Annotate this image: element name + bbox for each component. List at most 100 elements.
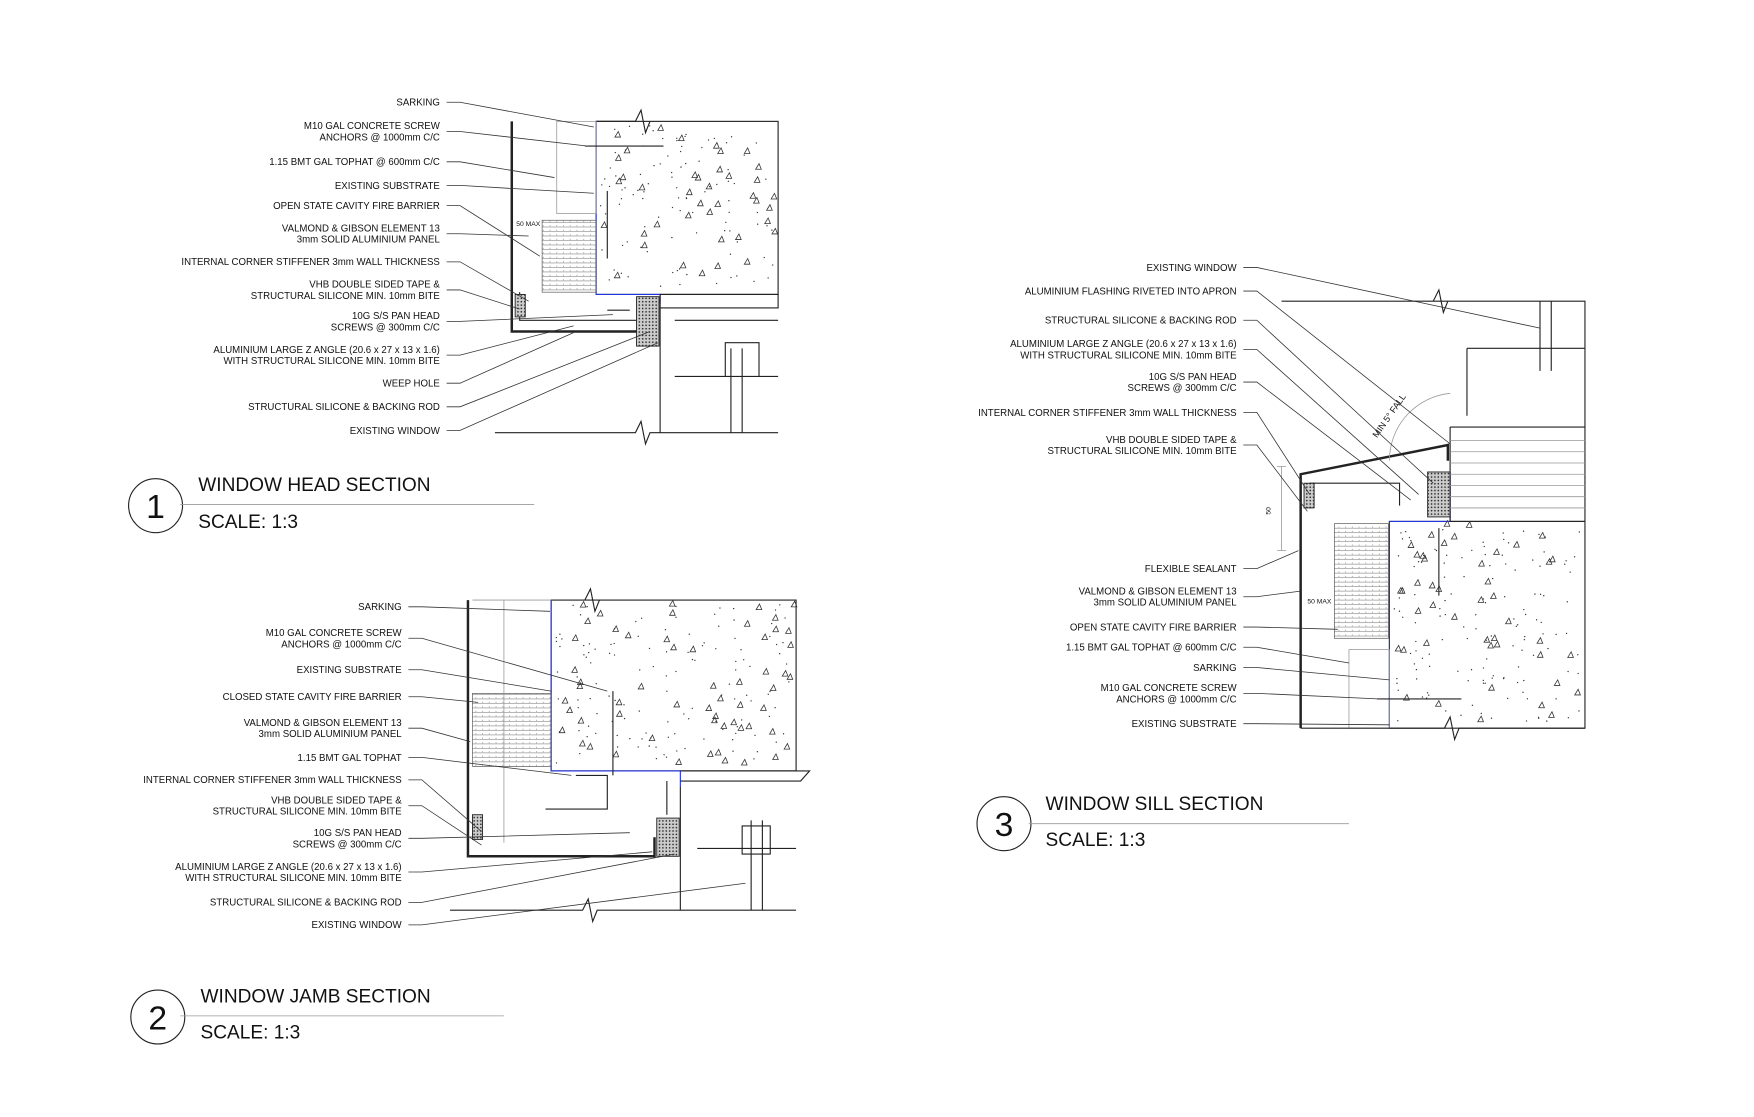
detail-number: 1 <box>146 488 165 526</box>
break-line <box>584 587 600 614</box>
leader-line <box>446 314 613 322</box>
backing-rod <box>636 296 660 347</box>
leader-line <box>1243 319 1434 484</box>
leader-line <box>1243 290 1451 445</box>
leader-line <box>446 185 594 194</box>
leader-line <box>1243 590 1301 598</box>
callout-label: WITH STRUCTURAL SILICONE MIN. 10mm BITE <box>185 873 402 884</box>
dimension-height-label: 50 <box>1265 507 1272 515</box>
dimension-line <box>1277 465 1287 552</box>
callout-label: 10G S/S PAN HEAD <box>1149 372 1237 383</box>
vhb-tape <box>1303 482 1315 509</box>
callout-label: VHB DOUBLE SIDED TAPE & <box>271 795 402 806</box>
leader-line <box>446 325 574 356</box>
leader-line <box>408 669 552 692</box>
concrete-stipple <box>599 123 779 287</box>
callout-label: INTERNAL CORNER STIFFENER 3mm WALL THICK… <box>143 775 401 786</box>
leader-line <box>408 853 675 903</box>
sarking-line <box>550 600 681 787</box>
break-line-bottom <box>1300 715 1585 742</box>
leader-line <box>408 882 746 926</box>
detail-scale: SCALE: 1:3 <box>1046 830 1146 851</box>
callout-label: EXISTING SUBSTRATE <box>297 665 403 676</box>
detail-window-sill-section: 50 50 MAX MIN 5° FALL EXISTING WINDOWALU… <box>976 263 1586 852</box>
callout-label: SCREWS @ 300mm C/C <box>331 322 440 333</box>
head-drawing: 50 MAX <box>494 108 779 446</box>
callout-label: 1.15 BMT GAL TOPHAT @ 600mm C/C <box>1066 643 1237 654</box>
leader-line <box>408 851 653 873</box>
callout-label: STRUCTURAL SILICONE MIN. 10mm BITE <box>213 807 403 818</box>
concrete-stipple <box>1393 519 1581 723</box>
window-head-frame <box>659 293 779 309</box>
callout-label: INTERNAL CORNER STIFFENER 3mm WALL THICK… <box>181 257 439 268</box>
window-sill <box>1450 440 1585 509</box>
callout-label: ALUMINIUM LARGE Z ANGLE (20.6 x 27 x 13 … <box>213 345 439 356</box>
callout-label: VHB DOUBLE SIDED TAPE & <box>1106 435 1237 446</box>
existing-window <box>679 770 811 911</box>
jamb-drawing <box>449 587 811 924</box>
detail-number-circle <box>128 478 184 534</box>
callout-label: ALUMINIUM LARGE Z ANGLE (20.6 x 27 x 13 … <box>175 862 401 873</box>
callout-label: STRUCTURAL SILICONE & BACKING ROD <box>248 402 440 413</box>
leader-line <box>408 757 572 776</box>
callout-label: STRUCTURAL SILICONE & BACKING ROD <box>1045 316 1237 327</box>
leader-line <box>1243 723 1390 726</box>
callout-label: SARKING <box>396 98 439 109</box>
leader-line <box>446 161 555 178</box>
fire-barrier <box>1334 523 1389 639</box>
leader-line <box>1243 550 1299 570</box>
fire-barrier <box>472 693 552 767</box>
leader-line <box>408 779 482 832</box>
leader-line <box>408 727 471 743</box>
callout-label: SARKING <box>358 602 401 613</box>
leader-line <box>408 805 482 846</box>
detail-title: WINDOW SILL SECTION <box>1046 794 1264 815</box>
concrete-stipple <box>555 599 798 766</box>
detail-scale: SCALE: 1:3 <box>198 512 298 533</box>
leader-line <box>408 606 551 612</box>
callout-label: EXISTING WINDOW <box>312 920 403 931</box>
callout-label: STRUCTURAL SILICONE & BACKING ROD <box>210 898 402 909</box>
callout-label: EXISTING WINDOW <box>350 426 441 437</box>
callout-label: ANCHORS @ 1000mm C/C <box>1116 694 1236 705</box>
leader-line <box>446 261 529 302</box>
vhb-tape <box>472 814 484 840</box>
screw-anchor <box>584 145 664 311</box>
callout-label: M10 GAL CONCRETE SCREW <box>1101 683 1238 694</box>
detail-number-circle <box>130 989 186 1045</box>
dimension-label: 50 MAX <box>516 221 540 228</box>
callout-label: FLEXIBLE SEALANT <box>1145 564 1237 575</box>
leader-line <box>446 332 574 384</box>
leader-line <box>1243 692 1381 700</box>
break-line <box>596 108 651 135</box>
screw-anchor <box>612 691 668 815</box>
callout-label: 1.15 BMT GAL TOPHAT @ 600mm C/C <box>269 157 440 168</box>
fall-note: MIN 5° FALL <box>1371 392 1408 439</box>
callout-label: M10 GAL CONCRETE SCREW <box>266 628 403 639</box>
existing-window <box>659 307 779 433</box>
fire-barrier <box>541 219 597 293</box>
callout-label: EXISTING WINDOW <box>1146 263 1237 274</box>
callout-label: WEEP HOLE <box>383 379 441 390</box>
break-line-bottom <box>494 419 779 446</box>
break-line-top <box>1432 288 1449 315</box>
callout-label: SCREWS @ 300mm C/C <box>293 839 402 850</box>
callout-label: STRUCTURAL SILICONE MIN. 10mm BITE <box>251 291 441 302</box>
tophat <box>1348 649 1390 729</box>
callout-label: 3mm SOLID ALUMINIUM PANEL <box>297 235 441 246</box>
detail-title: WINDOW HEAD SECTION <box>198 475 430 496</box>
vhb-tape <box>514 293 526 318</box>
callout-label: OPEN STATE CAVITY FIRE BARRIER <box>1070 622 1237 633</box>
callout-label: VALMOND & GIBSON ELEMENT 13 <box>282 223 440 234</box>
callout-label: ALUMINIUM LARGE Z ANGLE (20.6 x 27 x 13 … <box>1010 339 1236 350</box>
backing-rod <box>1427 471 1451 518</box>
callout-label: WITH STRUCTURAL SILICONE MIN. 10mm BITE <box>1020 350 1237 361</box>
fall-arc <box>1389 392 1451 461</box>
leader-line <box>408 832 630 839</box>
callout-label: M10 GAL CONCRETE SCREW <box>304 121 441 132</box>
callout-label: VALMOND & GIBSON ELEMENT 13 <box>1079 586 1237 597</box>
